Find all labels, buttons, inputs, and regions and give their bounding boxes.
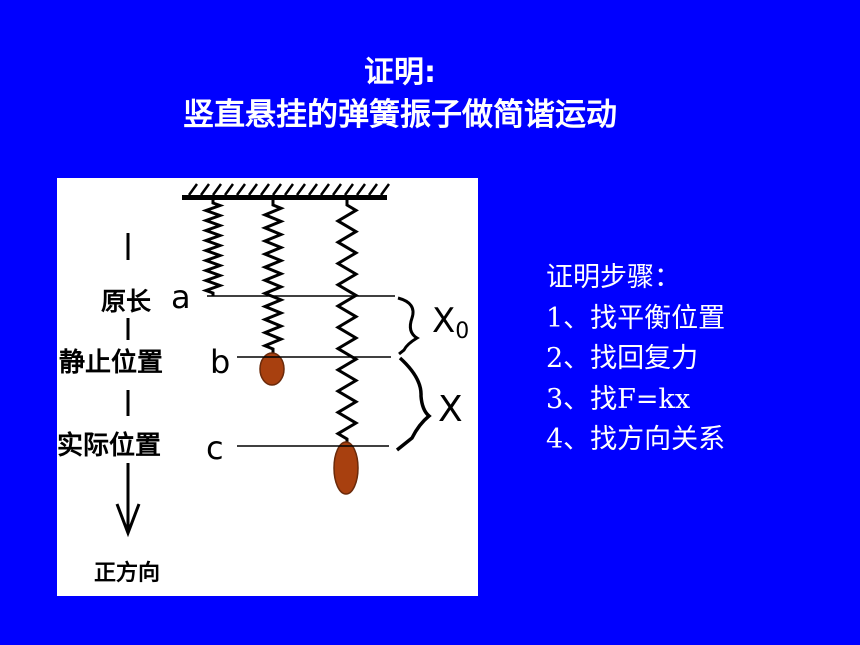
label-original-length: 原长 xyxy=(101,287,152,316)
brace-x0 xyxy=(397,296,420,356)
proof-steps: 证明步骤： 1、找平衡位置 2、找回复力 3、找F=kx 4、找方向关系 xyxy=(546,258,725,461)
label-point-c: c xyxy=(206,429,224,467)
step-item: 2、找回复力 xyxy=(546,343,699,374)
label-point-a: a xyxy=(171,278,191,316)
title-line-2: 竖直悬挂的弹簧振子做简谐运动 xyxy=(183,97,617,133)
label-positive-direction: 正方向 xyxy=(94,560,160,586)
mass-b xyxy=(259,352,285,386)
mass-c xyxy=(333,441,359,495)
brace-x xyxy=(395,356,432,452)
label-x: X xyxy=(438,389,463,430)
slide-title: 证明: 竖直悬挂的弹簧振子做简谐运动 xyxy=(0,52,800,136)
ceiling xyxy=(182,183,391,200)
spring-b xyxy=(261,200,285,354)
step-item: 1、找平衡位置 xyxy=(546,302,726,334)
spring-diagram-panel: 原长 a 静止位置 b 实际位置 c X0 X 正方向 xyxy=(57,178,478,596)
title-line-1: 证明: xyxy=(364,55,436,90)
label-rest-position: 静止位置 xyxy=(59,347,163,378)
spring-a xyxy=(201,200,225,296)
positive-direction-axis xyxy=(115,233,141,538)
spring-diagram: 原长 a 静止位置 b 实际位置 c X0 X 正方向 xyxy=(57,183,469,586)
step-item: 3、找F=kx xyxy=(546,383,691,415)
step-item: 4、找方向关系 xyxy=(546,424,726,455)
label-actual-position: 实际位置 xyxy=(57,430,161,461)
label-point-b: b xyxy=(210,343,230,381)
steps-heading: 证明步骤： xyxy=(546,262,681,293)
spring-c xyxy=(335,200,359,444)
label-x0: X0 xyxy=(432,301,469,344)
